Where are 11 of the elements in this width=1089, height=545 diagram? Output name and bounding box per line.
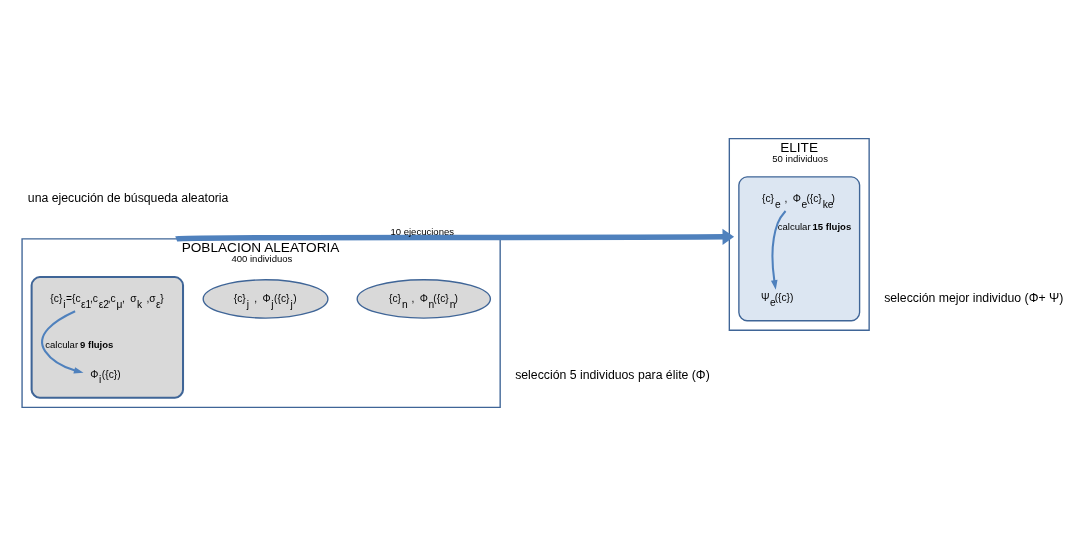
cluster [30, 275, 185, 399]
node-label: selección 5 individuos para élite (Φ) [515, 367, 710, 382]
node-label: una ejecución de búsqueda aleatoria [27, 190, 229, 205]
arrow [41, 309, 84, 374]
node-label: selección mejor individuo (Φ+ Ψ) [884, 290, 1064, 305]
arrow [770, 209, 787, 290]
edge-label: calcular 15 flujos [777, 220, 852, 232]
arrow [176, 228, 735, 245]
cluster [738, 175, 861, 321]
edge-label: 10 ejecuciones [390, 225, 455, 237]
edge-label: calcular 9 flujos [45, 338, 114, 350]
